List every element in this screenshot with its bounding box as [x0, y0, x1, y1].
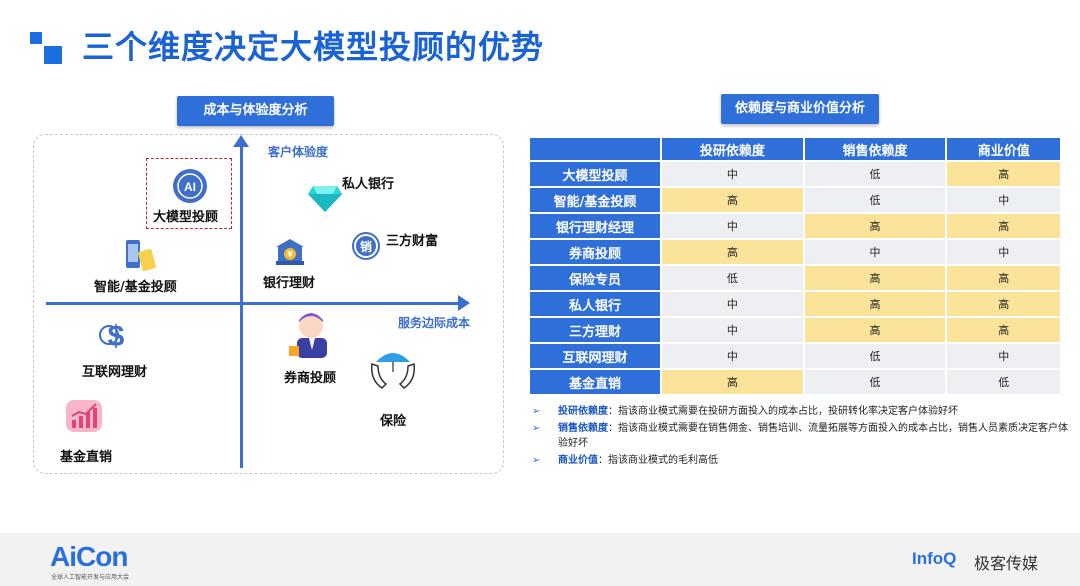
bank-icon: ¥ — [276, 239, 304, 265]
insurance-icon — [370, 353, 416, 389]
table-cell: 高 — [804, 292, 946, 316]
table-cell: 中 — [947, 188, 1060, 212]
table-cell: 高 — [947, 266, 1060, 290]
title-mark-icon — [30, 32, 66, 64]
table-cell: 高 — [662, 370, 803, 394]
row-header: 互联网理财 — [530, 344, 660, 368]
arrow-bullet-icon: ➢ — [532, 455, 541, 466]
arrow-bullet-icon: ➢ — [532, 406, 541, 417]
note-item: ➢投研依赖度：指该商业模式需要在投研方面投入的成本占比，投研转化率决定客户体验好… — [532, 406, 958, 417]
quadrant-panel — [33, 134, 504, 474]
row-header: 基金直销 — [530, 370, 660, 394]
table-cell: 低 — [804, 370, 946, 394]
note-item: ➢商业价值：指该商业模式的毛利高低 — [532, 455, 718, 466]
table-row: 智能/基金投顾高低中 — [530, 188, 1060, 212]
phone-icon — [126, 240, 156, 272]
table-cell: 高 — [947, 214, 1060, 238]
table-cell: 高 — [947, 292, 1060, 316]
svg-text:$: $ — [108, 320, 125, 352]
item-label-bank-wealth: 银行理财 — [263, 276, 316, 291]
advisor-person-icon — [289, 313, 327, 358]
table-cell: 高 — [947, 318, 1060, 342]
y-axis-label: 客户体验度 — [268, 145, 329, 159]
notes-list: ➢投研依赖度：指该商业模式需要在投研方面投入的成本占比，投研转化率决定客户体验好… — [530, 404, 1070, 470]
table-cell: 低 — [662, 266, 803, 290]
table-cell: 高 — [804, 214, 946, 238]
aicon-logo: AiCon — [50, 541, 128, 572]
item-label-private-bank: 私人银行 — [342, 177, 395, 192]
svg-text:销: 销 — [360, 239, 372, 254]
row-header: 银行理财经理 — [530, 214, 660, 238]
row-header: 智能/基金投顾 — [530, 188, 660, 212]
item-label-insurance: 保险 — [380, 414, 407, 429]
table-cell: 低 — [804, 344, 946, 368]
table-cell: 高 — [804, 266, 946, 290]
table-cell: 中 — [947, 344, 1060, 368]
table-cell: 低 — [947, 370, 1060, 394]
x-axis-label: 服务边际成本 — [398, 316, 471, 330]
table-cell: 高 — [662, 240, 803, 264]
table-cell: 高 — [947, 162, 1060, 186]
table-cell: 中 — [662, 162, 803, 186]
dependency-table: 投研依赖度 销售依赖度 商业价值 大模型投顾中低高智能/基金投顾高低中银行理财经… — [528, 136, 1062, 396]
section-label-dependency-value: 依赖度与商业价值分析 — [721, 94, 879, 124]
item-label-fund-direct: 基金直销 — [60, 450, 113, 465]
table-cell: 中 — [662, 344, 803, 368]
item-label-llm-advisor: 大模型投顾 — [153, 210, 219, 225]
footer-bar — [0, 533, 1080, 586]
internet-finance-icon: $ — [99, 320, 125, 352]
table-corner-cell — [530, 138, 660, 160]
table-header-row: 投研依赖度 销售依赖度 商业价值 — [530, 138, 1060, 160]
ai-icon: AI — [173, 169, 207, 203]
table-cell: 高 — [804, 318, 946, 342]
arrow-bullet-icon: ➢ — [532, 423, 541, 434]
item-label-internet-finance: 互联网理财 — [82, 365, 148, 380]
table-row: 大模型投顾中低高 — [530, 162, 1060, 186]
column-header: 投研依赖度 — [662, 138, 803, 160]
section-label-cost-experience: 成本与体验度分析 — [177, 96, 334, 126]
row-header: 保险专员 — [530, 266, 660, 290]
table-row: 互联网理财中低中 — [530, 344, 1060, 368]
sales-icon: 销 — [352, 232, 380, 260]
diamond-icon — [308, 186, 342, 212]
aicon-subtitle: 全球人工智能开发与应用大会 — [51, 574, 130, 581]
infoq-logo: InfoQ — [912, 549, 957, 568]
table-row: 券商投顾高中中 — [530, 240, 1060, 264]
item-label-smart-fund: 智能/基金投顾 — [94, 280, 177, 295]
svg-text:¥: ¥ — [287, 250, 293, 259]
table-row: 银行理财经理中高高 — [530, 214, 1060, 238]
table-row: 三方理财中高高 — [530, 318, 1060, 342]
table-row: 保险专员低高高 — [530, 266, 1060, 290]
row-header: 三方理财 — [530, 318, 660, 342]
table-cell: 高 — [662, 188, 803, 212]
table-cell: 低 — [804, 162, 946, 186]
item-label-third-party: 三方财富 — [386, 234, 439, 249]
table-cell: 低 — [804, 188, 946, 212]
row-header: 券商投顾 — [530, 240, 660, 264]
table-cell: 中 — [662, 292, 803, 316]
row-header: 大模型投顾 — [530, 162, 660, 186]
chart-up-icon — [66, 400, 102, 432]
table-row: 私人银行中高高 — [530, 292, 1060, 316]
note-item: ➢销售依赖度：指该商业模式需要在销售佣金、销售培训、流量拓展等方面投入的成本占比… — [532, 423, 1068, 449]
highlight-box — [146, 158, 232, 229]
table-cell: 中 — [662, 318, 803, 342]
column-header: 销售依赖度 — [804, 138, 946, 160]
item-label-broker-advisor: 券商投顾 — [284, 371, 337, 386]
y-axis-arrow-icon — [233, 135, 249, 147]
geek-media-label: 极客传媒 — [974, 554, 1039, 573]
row-header: 私人银行 — [530, 292, 660, 316]
x-axis-arrow-icon — [458, 295, 470, 311]
table-cell: 中 — [662, 214, 803, 238]
table-cell: 中 — [804, 240, 946, 264]
column-header: 商业价值 — [947, 138, 1060, 160]
x-axis-line — [46, 302, 462, 305]
page-title: 三个维度决定大模型投顾的优势 — [82, 28, 545, 66]
table-row: 基金直销高低低 — [530, 370, 1060, 394]
table-cell: 中 — [947, 240, 1060, 264]
svg-text:AI: AI — [184, 180, 196, 194]
